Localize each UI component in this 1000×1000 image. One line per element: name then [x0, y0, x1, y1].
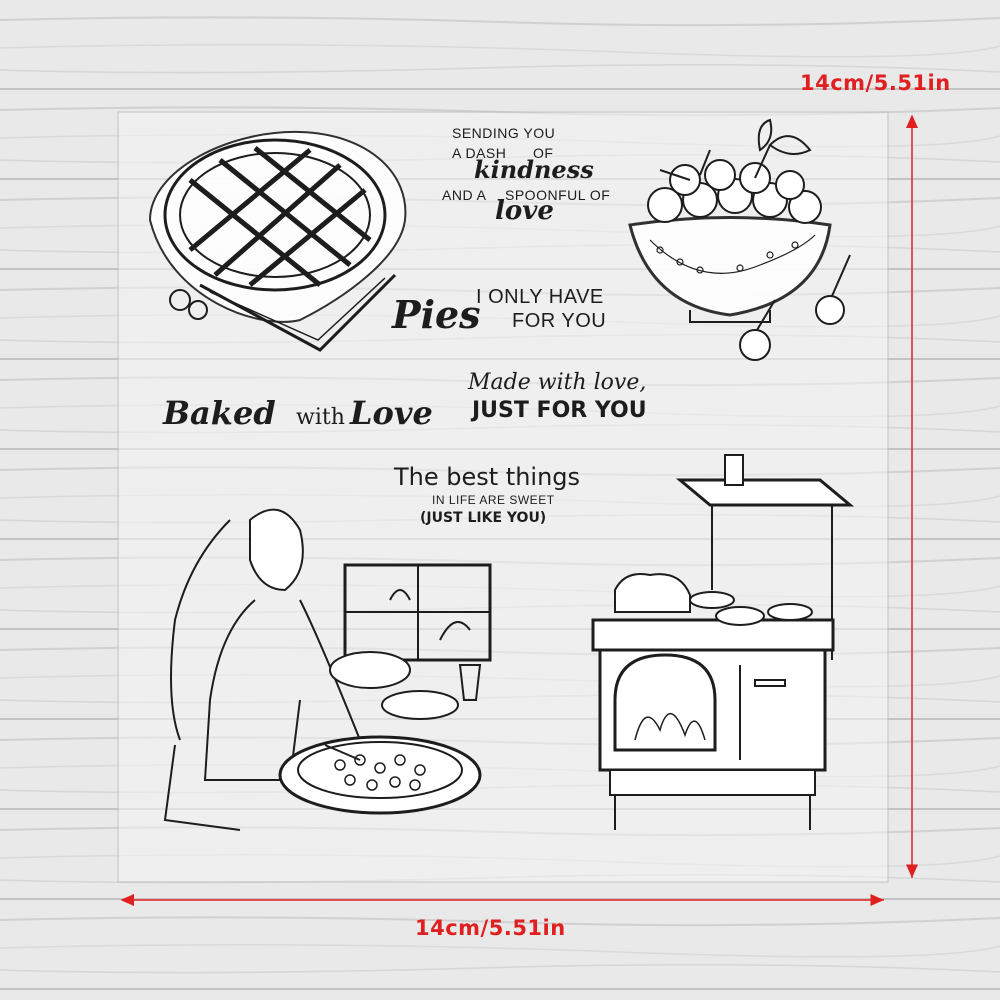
best-things-line3: (JUST LIKE YOU): [420, 510, 547, 526]
baked-script: Baked: [163, 394, 276, 432]
love-script: love: [495, 196, 554, 226]
best-things-line2: IN LIFE ARE SWEET: [432, 493, 555, 507]
sending-you-line4b: SPOONFUL OF: [505, 187, 611, 203]
wood-stove-illustration: [591, 454, 855, 830]
kindness-script: kindness: [474, 155, 594, 184]
lattice-pie-illustration: [148, 130, 407, 352]
love-script-2: Love: [350, 394, 433, 432]
sending-you-line2b: OF: [533, 145, 554, 161]
cherry-bowl-illustration: [628, 118, 851, 361]
sending-you-line4a: AND A: [442, 187, 487, 203]
sending-you-line2a: A DASH: [452, 145, 507, 161]
best-things-title: The best things: [394, 463, 581, 491]
just-for-you: JUST FOR YOU: [472, 398, 647, 423]
height-dimension-label: 14cm/5.51in: [800, 71, 951, 95]
pies-script: Pies: [392, 292, 481, 337]
baked-with: with: [296, 405, 345, 430]
width-dimension-label: 14cm/5.51in: [415, 916, 566, 940]
pies-line1: I ONLY HAVE: [476, 286, 604, 308]
pies-line2: FOR YOU: [512, 310, 607, 332]
sending-you-line1: SENDING YOU: [452, 125, 556, 141]
made-with-love-script: Made with love,: [468, 370, 647, 395]
woman-baking-illustration: [163, 508, 492, 831]
